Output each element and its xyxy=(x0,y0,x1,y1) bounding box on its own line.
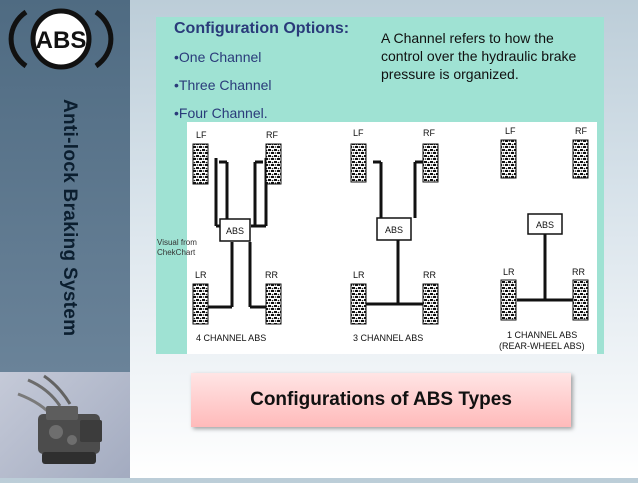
wheel-lf xyxy=(500,139,517,179)
credit-line-2: ChekChart xyxy=(157,248,196,257)
wheel-lr xyxy=(500,279,517,321)
wheel-lf xyxy=(350,143,367,183)
definition-line-3: pressure is organized. xyxy=(381,66,519,82)
wheel-lf xyxy=(192,143,209,185)
wheel-label-lr: LR xyxy=(503,267,515,277)
channel-definition: A Channel refers to how the control over… xyxy=(381,29,591,83)
sidebar: ABS Anti-lock Braking System xyxy=(0,0,130,372)
module-label: ABS xyxy=(536,220,554,230)
option-three-channel: •Three Channel xyxy=(174,77,272,93)
module-label: ABS xyxy=(385,225,403,235)
wheel-label-lf: LF xyxy=(196,130,207,140)
wheel-label-lf: LF xyxy=(505,126,516,136)
diagram-4-channel: ABS LF RF LR RR 4 CHANNEL ABS xyxy=(192,130,282,343)
diagram-1-channel: ABS LF RF LR RR 1 CHANNEL ABS (REAR-WHEE… xyxy=(499,126,589,351)
credit-line-1: Visual from xyxy=(157,238,197,247)
definition-line-1: A Channel refers to how the xyxy=(381,30,554,46)
wheel-label-lr: LR xyxy=(353,270,365,280)
slide-caption-text: Configurations of ABS Types xyxy=(250,389,512,410)
wheel-label-rf: RF xyxy=(266,130,278,140)
wheel-rf xyxy=(422,143,439,183)
wheel-lr xyxy=(350,283,367,325)
wheel-rf xyxy=(265,143,282,185)
diagram-caption: 1 CHANNEL ABS xyxy=(507,330,577,340)
wheel-lr xyxy=(192,283,209,325)
abs-module xyxy=(527,213,563,235)
diagram-caption: 4 CHANNEL ABS xyxy=(196,333,266,343)
wheel-label-rr: RR xyxy=(423,270,436,280)
abs-warning-icon: ABS xyxy=(8,8,114,70)
wheel-label-rr: RR xyxy=(572,267,585,277)
abs-module xyxy=(219,218,251,242)
abs-diagrams: ABS LF RF LR RR 4 CHANNEL ABS ABS LF RF … xyxy=(187,122,597,354)
diagram-caption: 3 CHANNEL ABS xyxy=(353,333,423,343)
wheel-label-rr: RR xyxy=(265,270,278,280)
abs-unit-image xyxy=(0,372,130,478)
sidebar-title-container: Anti-lock Braking System xyxy=(51,84,87,352)
option-four-channel: •Four Channel. xyxy=(174,105,268,121)
wheel-rr xyxy=(422,283,439,325)
option-one-channel: •One Channel xyxy=(174,49,262,65)
logo-text: ABS xyxy=(36,27,87,54)
wheel-label-rf: RF xyxy=(575,126,587,136)
options-heading: Configuration Options: xyxy=(174,20,350,37)
module-label: ABS xyxy=(226,226,244,236)
abs-module xyxy=(376,217,412,241)
wheel-rr xyxy=(265,283,282,325)
diagram-caption-sub: (REAR-WHEEL ABS) xyxy=(499,341,585,351)
image-credit: Visual from ChekChart xyxy=(157,238,197,258)
definition-line-2: control over the hydraulic brake xyxy=(381,48,577,64)
sidebar-title: Anti-lock Braking System xyxy=(59,99,80,337)
wheel-rr xyxy=(572,279,589,321)
wheel-label-lf: LF xyxy=(353,128,364,138)
wheel-label-lr: LR xyxy=(195,270,207,280)
diagram-3-channel: ABS LF RF LR RR 3 CHANNEL ABS xyxy=(350,128,439,343)
wheel-label-rf: RF xyxy=(423,128,435,138)
wheel-rf xyxy=(572,139,589,179)
slide-caption: Configurations of ABS Types xyxy=(191,373,571,427)
